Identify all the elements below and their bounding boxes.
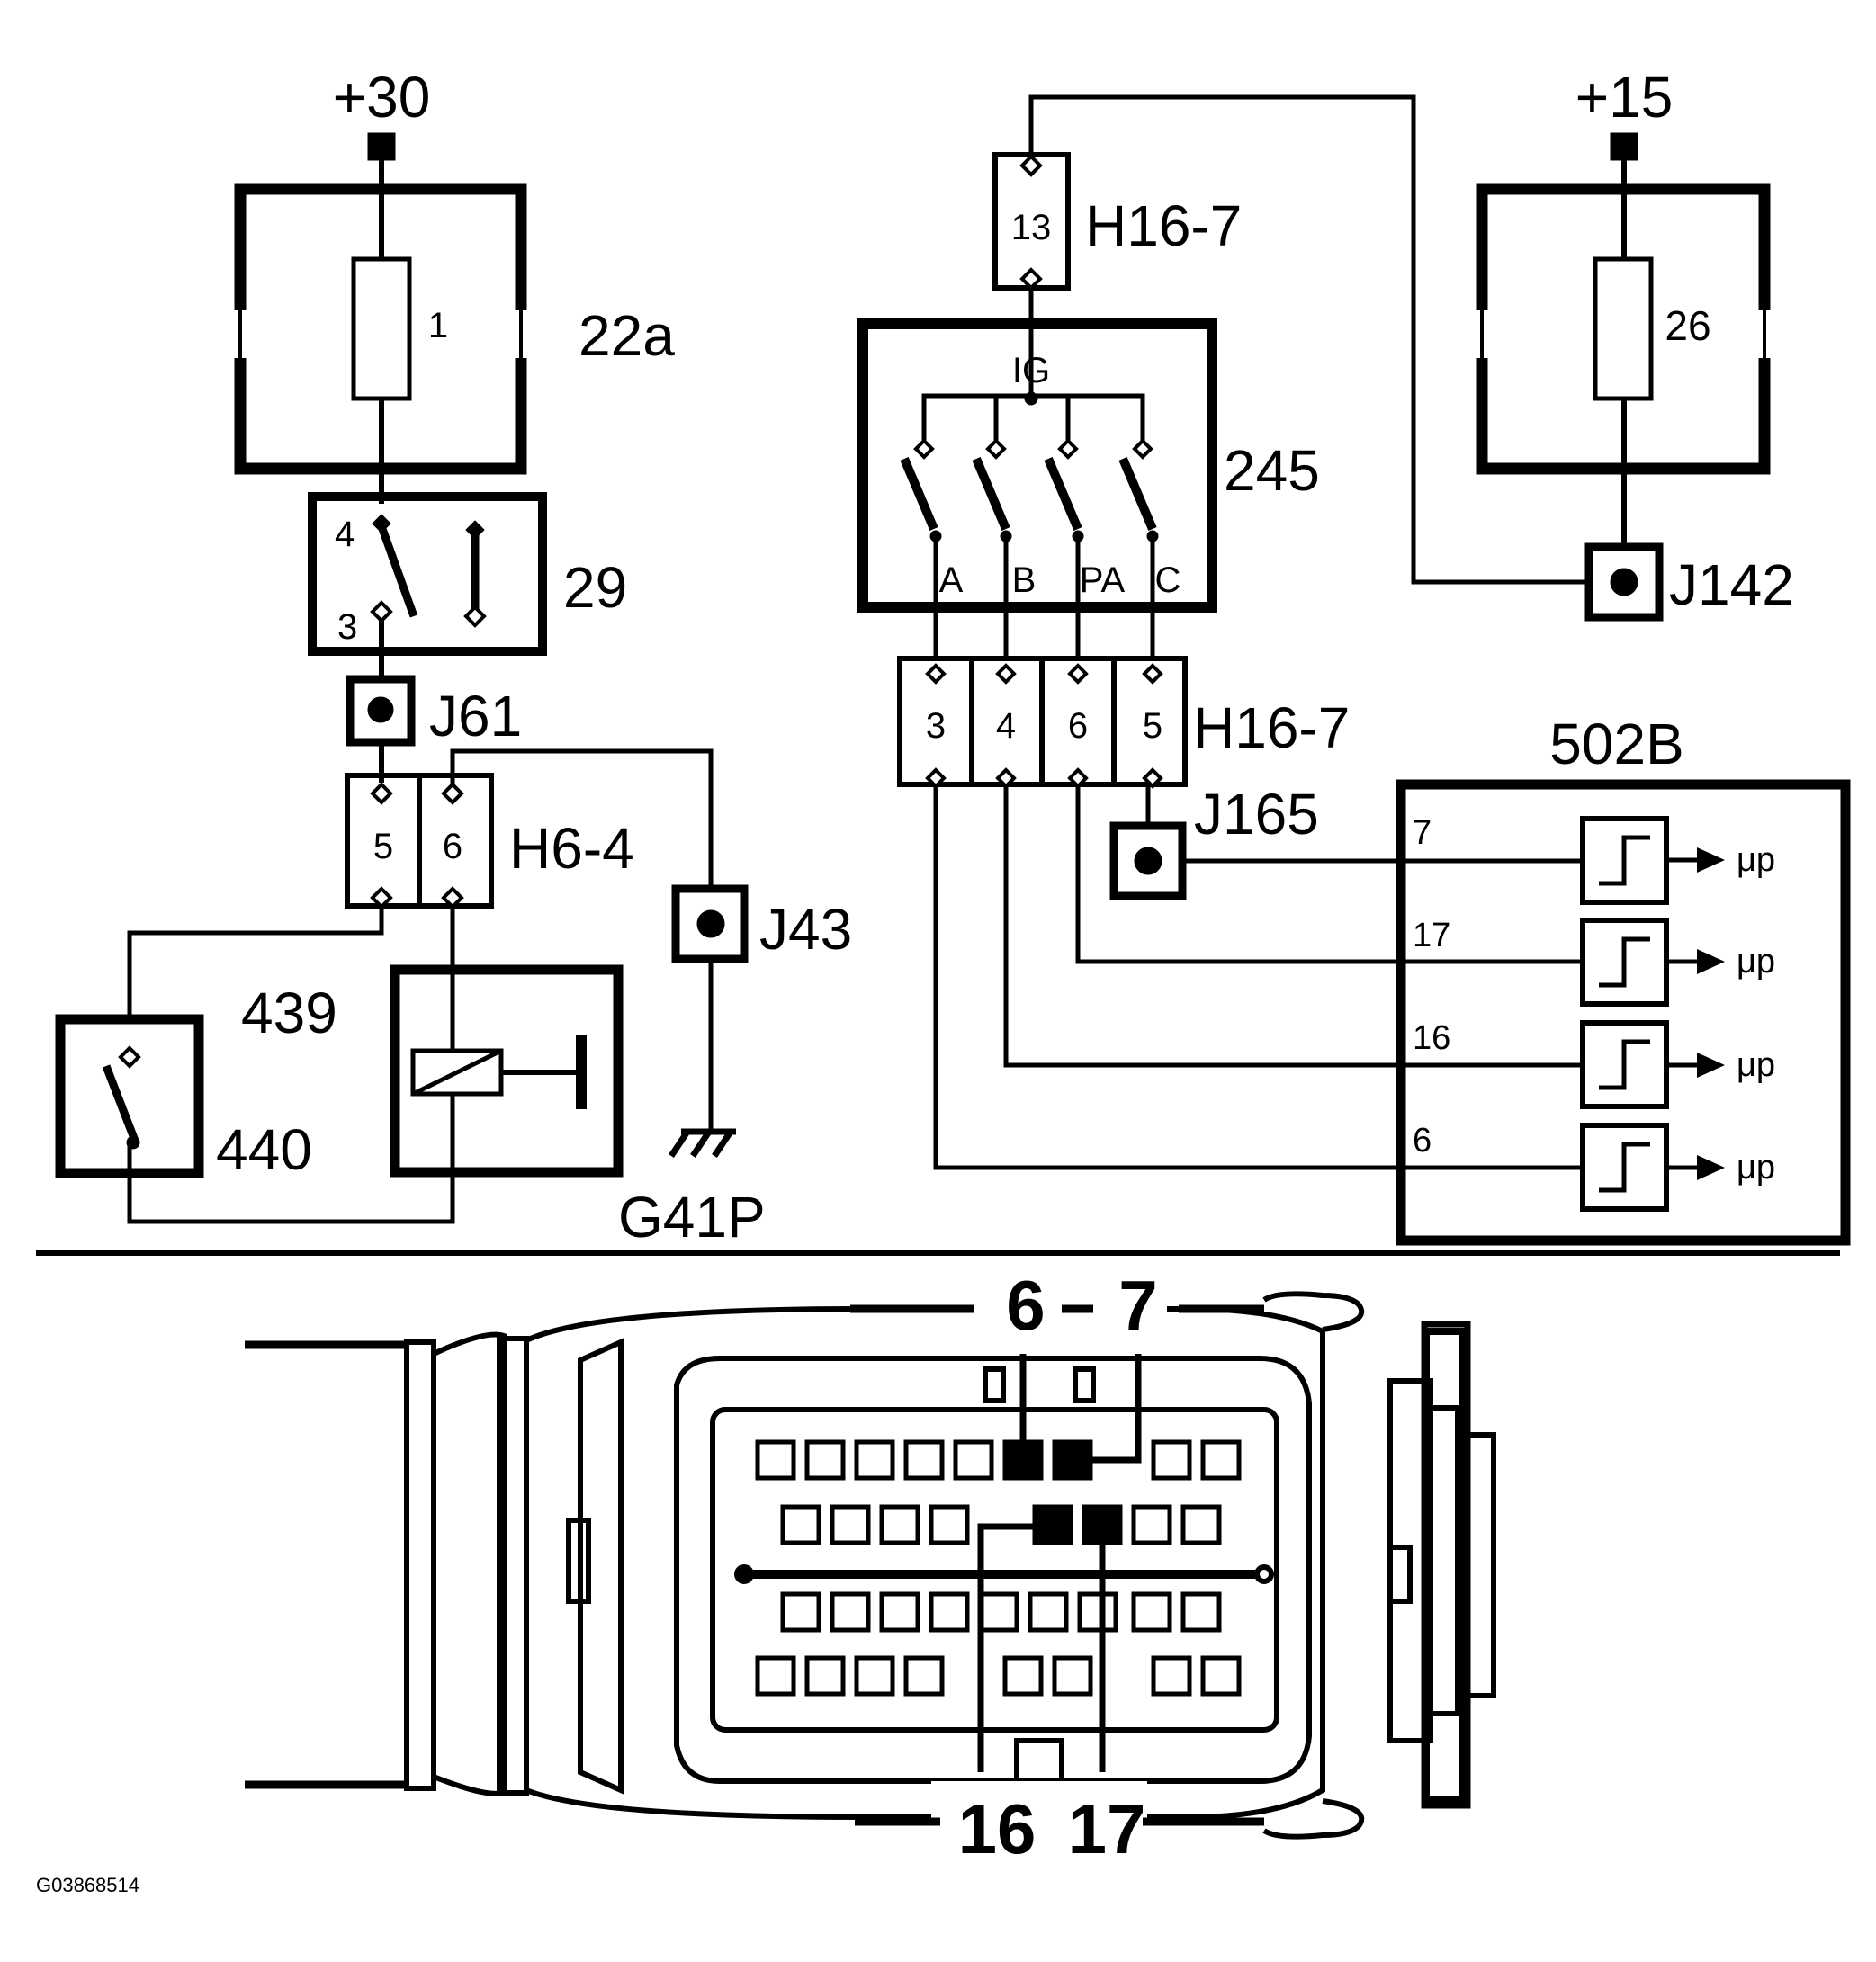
pin-7: [1052, 1439, 1093, 1481]
supply-label-left: +30: [333, 65, 431, 130]
contact-a: A: [939, 560, 964, 600]
left-circuit: [55, 132, 749, 1224]
pin-row-4: [755, 1655, 1242, 1697]
figure-reference-id: G03868514: [36, 1874, 139, 1896]
module-502b: [1396, 779, 1851, 1246]
labels: +30 +15 1 22a 26 4 3 29 J61 5 6 H6-4 J43…: [36, 65, 1794, 1896]
h16-7-pin-6: 6: [1068, 706, 1088, 746]
ignition-switch-label: 245: [1224, 438, 1320, 503]
connector-housing: [524, 1306, 1325, 1820]
contact-b: B: [1012, 560, 1037, 600]
fuse-26: [1593, 256, 1654, 401]
fuse-box-label-22a: 22a: [579, 303, 675, 368]
schmitt-triggers: [1580, 816, 1669, 1212]
h16-7-pin-3: 3: [926, 706, 946, 746]
supply-terminal-left: [367, 132, 396, 161]
fuse-1: [351, 256, 412, 401]
h6-4-pin-5: 5: [373, 827, 393, 866]
right-circuit: [1396, 132, 1851, 1246]
junction-j142: [1584, 542, 1664, 622]
pin-leader-lines: [977, 1354, 1142, 1772]
module-502b-label: 502B: [1549, 712, 1683, 776]
connector-h6-4-label: H6-4: [509, 816, 634, 881]
component-439-label: 439: [241, 981, 337, 1045]
pin-callout-6: 6: [1006, 1266, 1045, 1345]
module-output-1: μp: [1737, 841, 1775, 879]
connector-h16-7-top-label: H16-7: [1085, 193, 1242, 258]
fuse-box-22a: [234, 183, 527, 475]
supply-label-right: +15: [1575, 65, 1674, 130]
module-output-2: μp: [1737, 943, 1775, 981]
middle-circuit: [857, 94, 1589, 1170]
switch-29-pin-3: 3: [337, 607, 357, 647]
connector-end-flange: [1421, 1321, 1471, 1809]
pin-6: [1002, 1439, 1044, 1481]
pin-row-3: [780, 1591, 1222, 1633]
fuse-26-label: 26: [1665, 302, 1710, 349]
h16-7-pin-5: 5: [1143, 706, 1162, 746]
junction-j165-label: J165: [1194, 782, 1319, 847]
module-input-17: 17: [1413, 917, 1450, 954]
switch-29-box: [308, 492, 547, 656]
component-439-box: [390, 964, 624, 1178]
connector-view: [245, 1291, 1496, 1840]
pin-callout-17: 17: [1068, 1789, 1146, 1868]
module-output-3: μp: [1737, 1046, 1775, 1084]
fuse-1-label: 1: [428, 306, 448, 345]
component-440-label: 440: [216, 1117, 312, 1182]
module-input-6: 6: [1413, 1122, 1432, 1160]
contact-pa: PA: [1080, 560, 1126, 600]
module-output-4: μp: [1737, 1149, 1775, 1187]
h16-7-top-pin-13: 13: [1011, 208, 1052, 247]
module-input-7: 7: [1413, 814, 1432, 852]
junction-j142-label: J142: [1669, 552, 1794, 617]
pin-callout-16: 16: [958, 1789, 1037, 1868]
fuse-box-right: [1476, 183, 1771, 475]
module-input-16: 16: [1413, 1019, 1450, 1057]
pin-16: [1032, 1504, 1073, 1545]
pin-callout-7: 7: [1118, 1266, 1157, 1345]
supply-terminal-right: [1610, 132, 1638, 161]
connector-h16-7-bottom-label: H16-7: [1193, 695, 1350, 760]
h6-4-pin-6: 6: [443, 827, 462, 866]
pin-row-1: [755, 1439, 1242, 1481]
junction-j61-label: J61: [429, 684, 522, 748]
switch-29-pin-4: 4: [335, 515, 355, 554]
ignition-switch-245: [857, 318, 1217, 613]
pin-17: [1082, 1504, 1123, 1545]
switch-29-label: 29: [563, 555, 627, 620]
ignition-ig-label: IG: [1012, 351, 1050, 390]
output-arrows: [1666, 847, 1725, 1180]
contact-c: C: [1155, 560, 1181, 600]
junction-j43-label: J43: [759, 897, 852, 962]
ground-label: G41P: [618, 1185, 766, 1250]
h16-7-pin-4: 4: [996, 706, 1016, 746]
ground-symbol: [669, 1128, 736, 1158]
